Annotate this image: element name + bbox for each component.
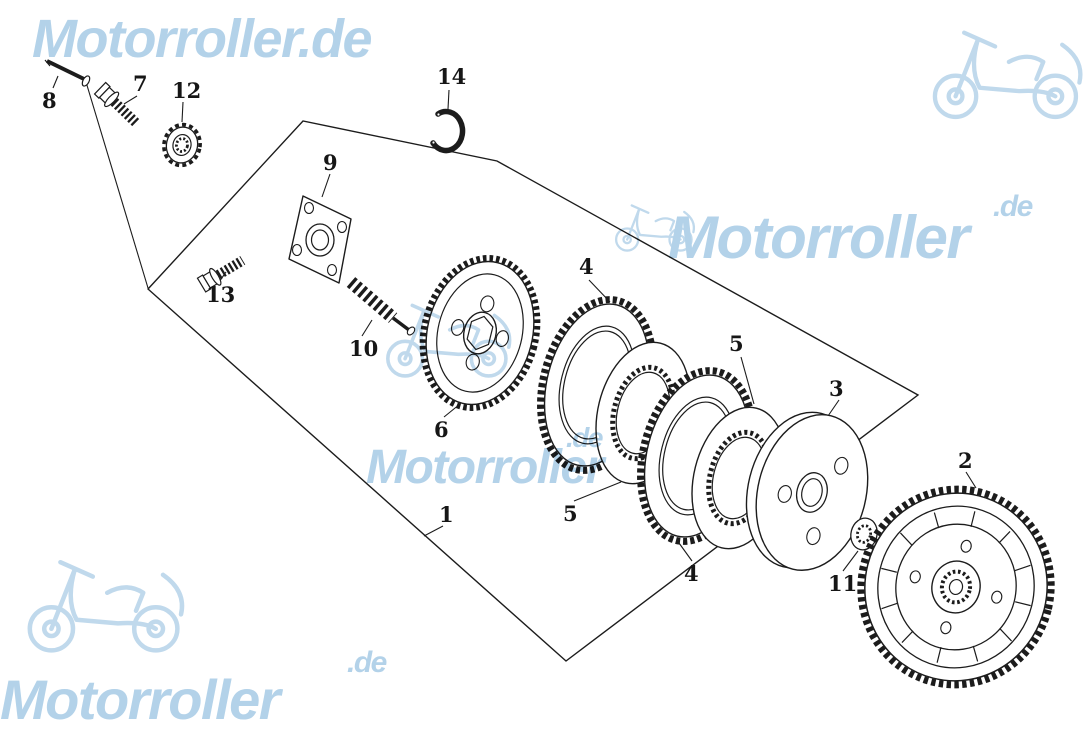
part-10-spring-drawing — [346, 277, 416, 336]
part-8-pin-drawing — [44, 59, 91, 87]
part-label-9: 9 — [323, 150, 338, 175]
part-11-lock-washer-drawing — [850, 517, 878, 551]
part-13-bolt-drawing — [196, 256, 246, 293]
leader-lines — [52, 75, 977, 572]
part-9-plate-drawing — [288, 195, 352, 284]
part-label-5-bottom: 5 — [563, 501, 578, 526]
part-label-12: 12 — [172, 78, 202, 103]
part-label-4-top: 4 — [579, 254, 594, 279]
part-label-11: 11 — [828, 571, 858, 596]
part-label-4-bottom: 4 — [684, 561, 699, 586]
part-label-8: 8 — [42, 88, 57, 113]
part-label-13: 13 — [206, 282, 236, 307]
part-label-10: 10 — [349, 336, 379, 361]
part-label-1: 1 — [439, 502, 454, 527]
part-12-bearing-drawing — [162, 122, 202, 168]
part-label-14: 14 — [437, 64, 467, 89]
part-14-circlip-drawing — [430, 108, 466, 154]
part-label-3: 3 — [829, 376, 844, 401]
part-7-bolt-drawing — [93, 81, 140, 127]
assembly-frame-lines — [85, 81, 920, 662]
part-label-6: 6 — [434, 417, 449, 442]
part-label-2: 2 — [958, 448, 973, 473]
part-3-pressure-plate-drawing — [745, 411, 869, 571]
part-label-7: 7 — [133, 71, 148, 96]
part-2-clutch-basket-drawing — [857, 485, 1055, 689]
part-label-5-right: 5 — [729, 331, 744, 356]
part-6-drive-plate-drawing — [419, 255, 541, 411]
